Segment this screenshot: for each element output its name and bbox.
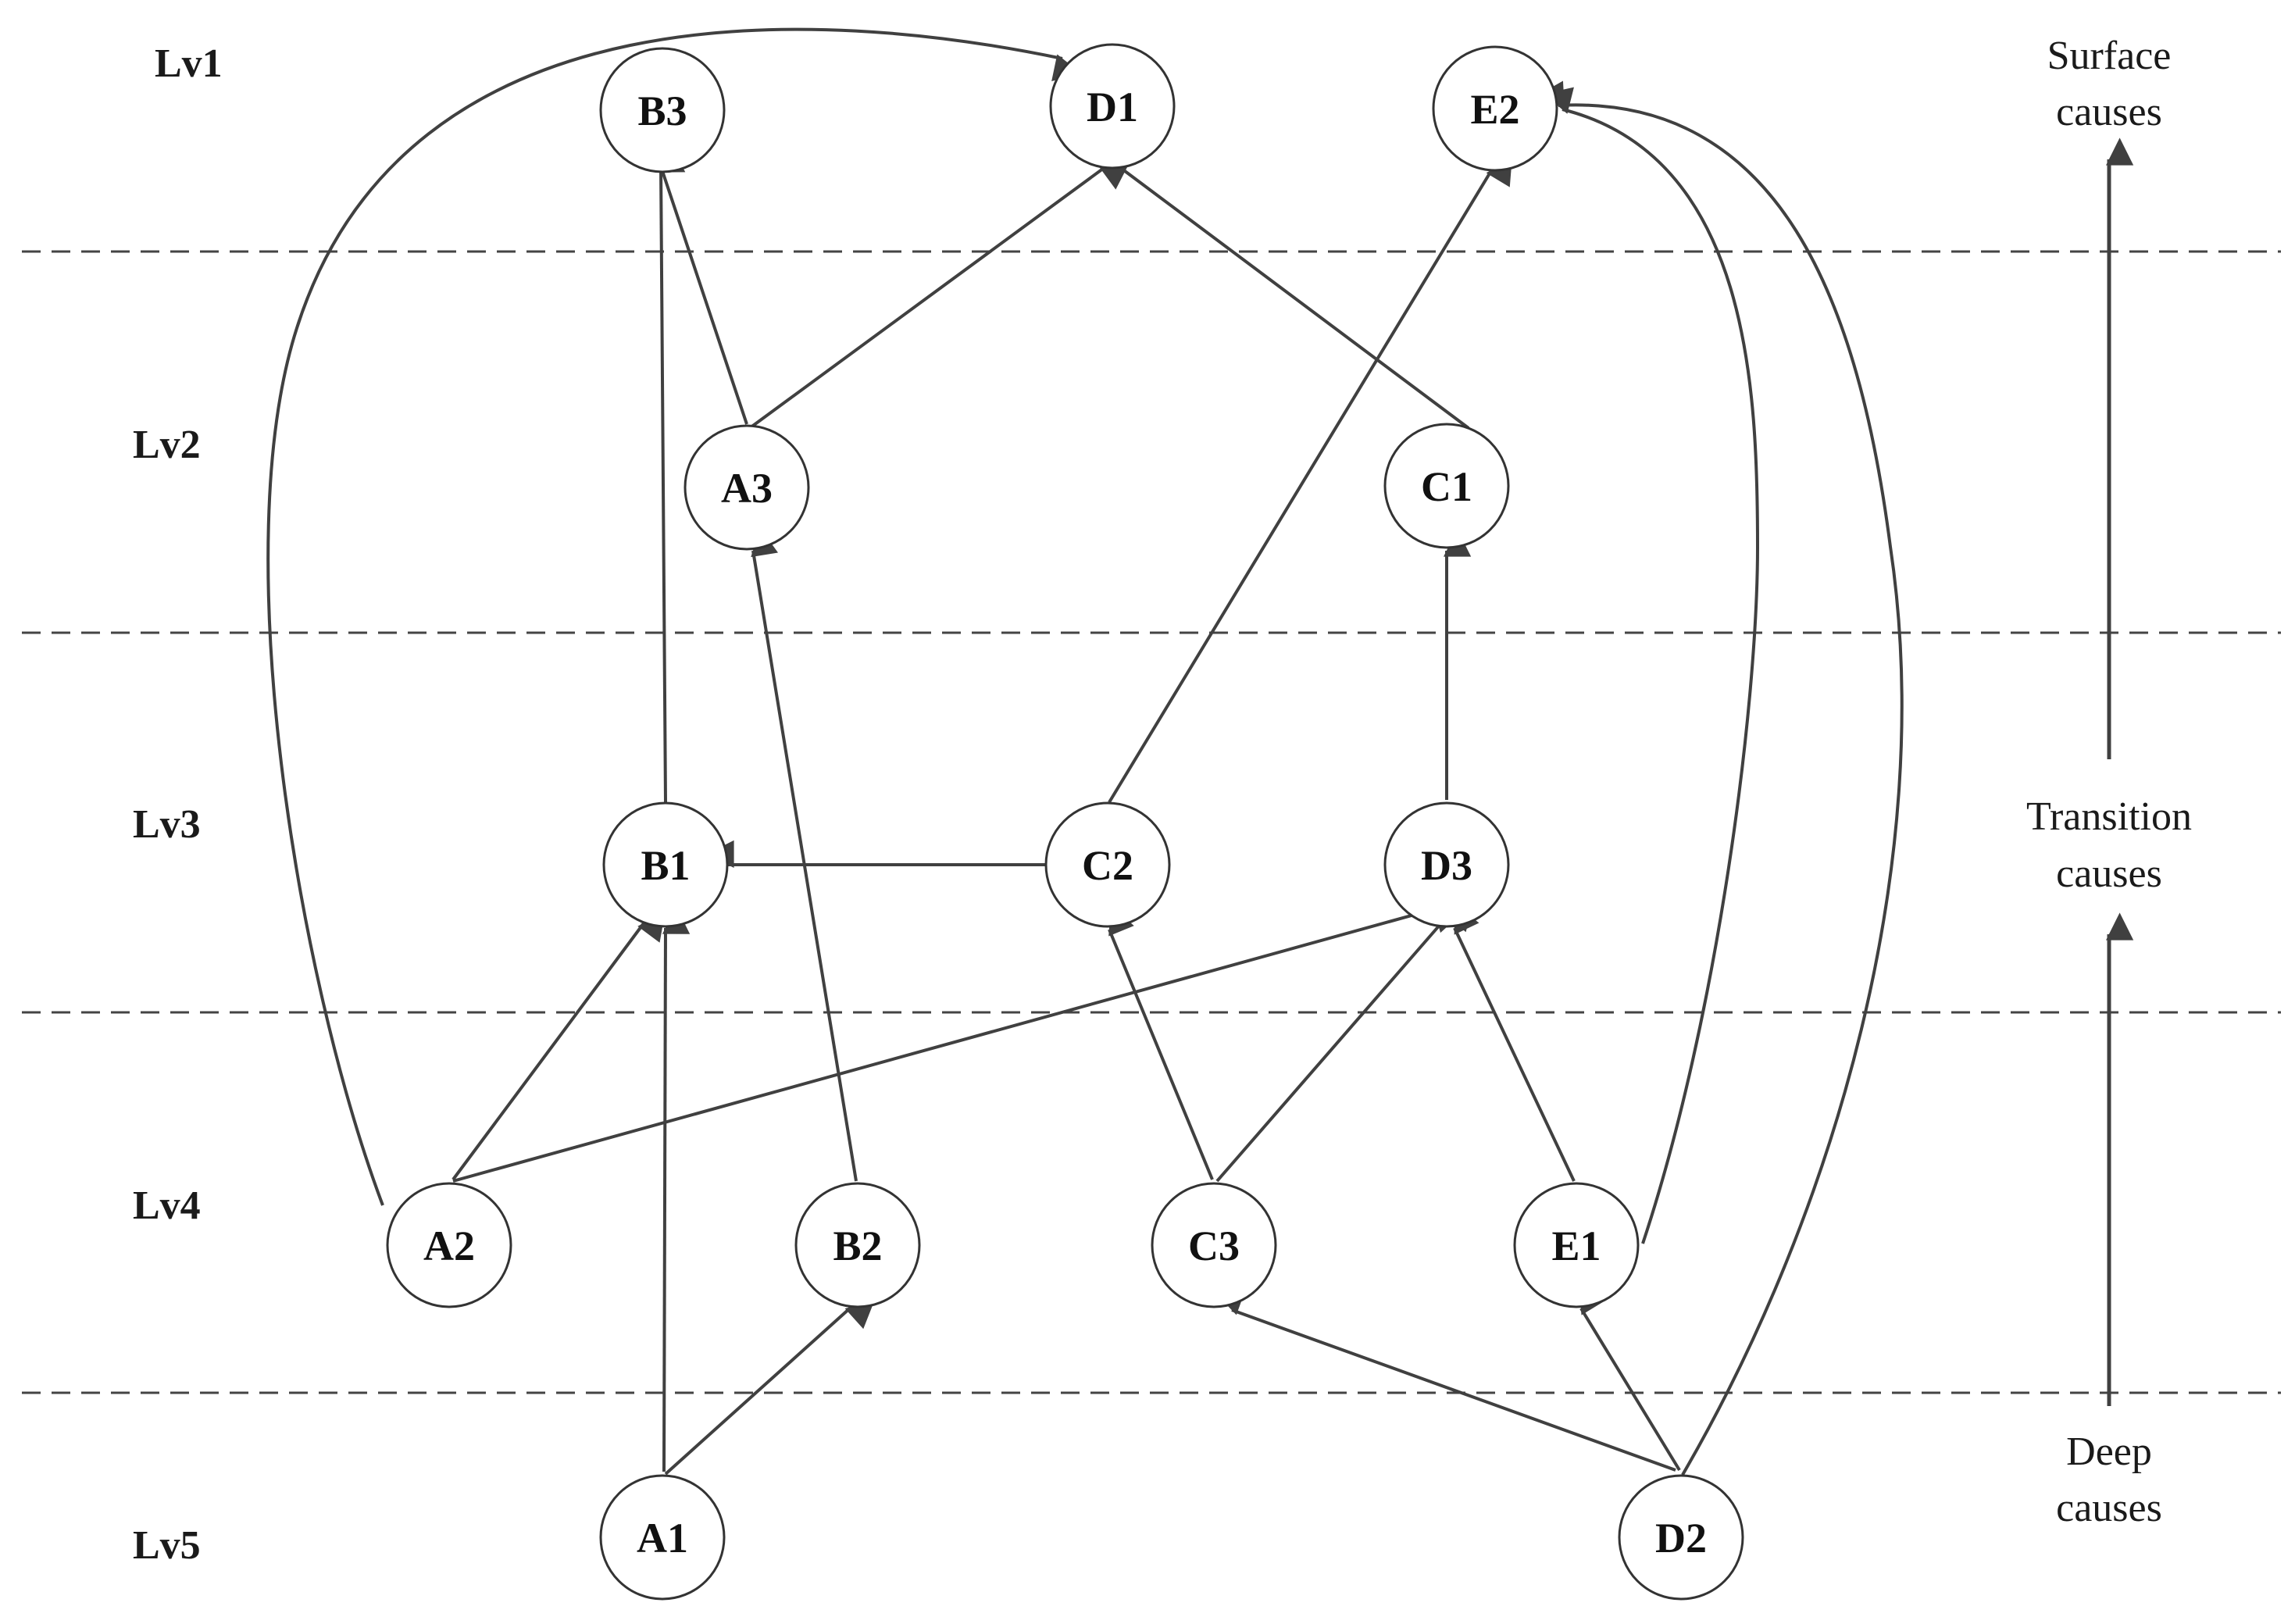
node-e1: E1: [1513, 1182, 1640, 1308]
edge-d2-e1: [1579, 1284, 1681, 1472]
node-b2: B2: [794, 1182, 921, 1308]
node-label-b3: B3: [637, 87, 687, 134]
level-label-lv5: Lv5: [133, 1523, 201, 1568]
node-label-e2: E2: [1470, 86, 1519, 133]
edge-c3-c2: [1108, 905, 1214, 1180]
node-label-c3: C3: [1188, 1222, 1240, 1269]
edge-c3-d3: [1215, 902, 1474, 1183]
level-label-lv4: Lv4: [133, 1183, 201, 1228]
level-label-lv2: Lv2: [133, 423, 201, 467]
node-label-a1: A1: [637, 1515, 688, 1562]
node-label-c1: C1: [1421, 463, 1472, 510]
node-d3: D3: [1383, 801, 1510, 928]
node-label-d3: D3: [1421, 842, 1472, 889]
edge-a1-b2: [664, 1300, 875, 1476]
edge-e1-e2: [1544, 87, 1760, 1244]
edge-d2-c3: [1215, 1289, 1676, 1472]
node-a1: A1: [599, 1474, 726, 1601]
node-d2: D2: [1618, 1474, 1744, 1601]
edge-a3-b3: [659, 142, 748, 425]
deep-causes-label-line2: causes: [2056, 1486, 2162, 1530]
node-label-c2: C2: [1082, 842, 1133, 889]
edge-a2-d3: [452, 906, 1464, 1183]
node-label-a2: A2: [423, 1222, 475, 1269]
edge-b1-b3: [658, 145, 686, 803]
node-b3: B3: [599, 47, 726, 173]
surface-causes-label-line1: Surface: [2047, 34, 2172, 78]
deep-causes-label-line1: Deep: [2066, 1429, 2152, 1474]
node-e2: E2: [1432, 45, 1558, 172]
surface-causes-label-line2: causes: [2056, 90, 2162, 134]
node-c2: C2: [1044, 801, 1171, 928]
node-label-a3: A3: [721, 465, 773, 512]
node-a3: A3: [684, 424, 810, 551]
node-label-b2: B2: [833, 1222, 882, 1269]
transition-causes-label-line1: Transition: [2026, 794, 2192, 839]
level-label-lv1: Lv1: [155, 41, 223, 86]
edge-d2-e2: [1536, 80, 1904, 1476]
node-c3: C3: [1151, 1182, 1277, 1308]
node-label-b1: B1: [641, 842, 690, 889]
node-d1: D1: [1049, 43, 1176, 170]
edges: [266, 27, 1904, 1476]
edge-a3-d1: [746, 162, 1130, 431]
level-separators: [22, 250, 2281, 1394]
edge-e1-d3: [1453, 904, 1576, 1182]
edge-a1-b1: [662, 906, 691, 1472]
cause-progression: Surface causes Transition causes Deep ca…: [2026, 34, 2192, 1530]
level-labels: Lv1 Lv2 Lv3 Lv4 Lv5: [133, 41, 223, 1568]
node-label-e1: E1: [1551, 1222, 1601, 1269]
edge-a2-b1: [452, 912, 666, 1181]
nodes: B3 D1 E2 A3 C1 B1 C2 D3: [386, 43, 1744, 1601]
level-label-lv3: Lv3: [133, 802, 201, 847]
edge-c1-d1: [1108, 145, 1470, 430]
edge-a2-d1: [266, 27, 1082, 1206]
transition-causes-label-line2: causes: [2056, 851, 2162, 896]
edge-c2-e2: [1108, 156, 1512, 804]
node-label-d1: D1: [1087, 84, 1138, 130]
node-a2: A2: [386, 1182, 512, 1308]
node-label-d2: D2: [1655, 1515, 1707, 1562]
node-b1: B1: [602, 801, 729, 928]
node-c1: C1: [1383, 423, 1510, 549]
